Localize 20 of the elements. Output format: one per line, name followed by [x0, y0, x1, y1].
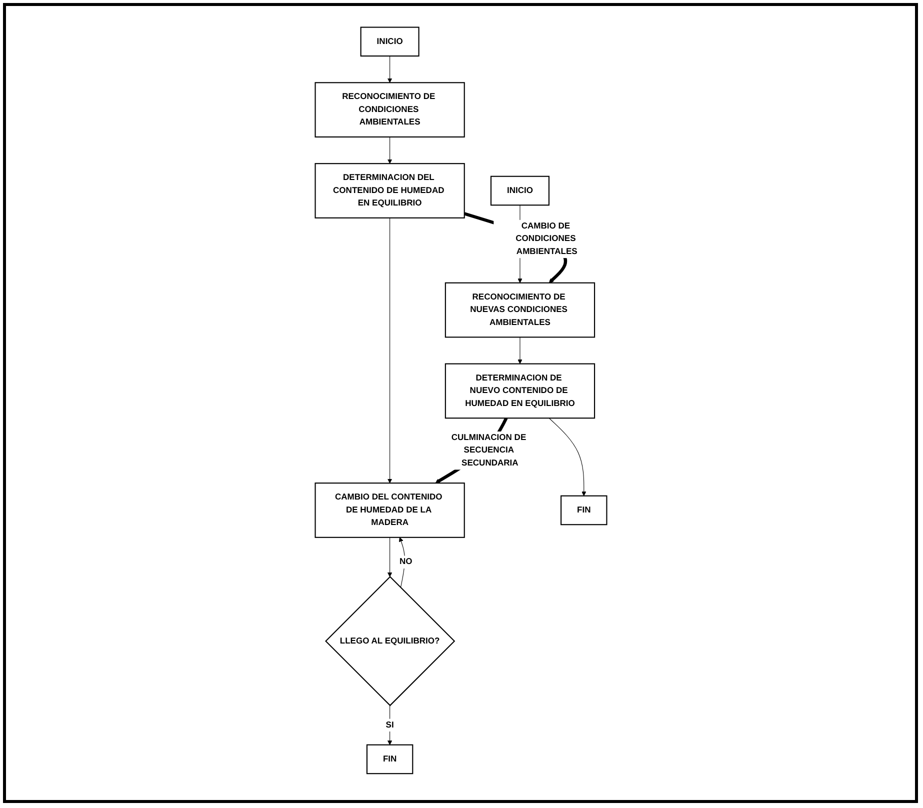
node-diamond: LLEGO AL EQUILIBRIO?	[324, 576, 455, 706]
arrow	[548, 418, 586, 496]
node-box: FIN	[366, 744, 413, 774]
node-box: RECONOCIMIENTO DE CONDICIONES AMBIENTALES	[314, 82, 464, 138]
arrow	[386, 537, 392, 578]
node-box: INICIO	[360, 26, 419, 57]
arrow	[386, 56, 392, 83]
arrow	[386, 136, 392, 164]
node-box: CAMBIO DEL CONTENIDO DE HUMEDAD DE LA MADERA	[314, 482, 464, 538]
edge-label: SI	[385, 720, 394, 730]
arrow	[517, 336, 522, 364]
arrow	[386, 218, 392, 484]
node-box: DETERMINACION DEL CONTENIDO DE HUMEDAD EN EQUILIBRIO	[314, 163, 464, 218]
edge-label: CULMINACION DE SECUENCIA SECUNDARIA	[450, 433, 526, 468]
edge-label: NO	[398, 557, 412, 566]
node-box: RECONOCIMIENTO DE NUEVAS CONDICIONES AMBIENTALES	[444, 282, 595, 338]
node-box: DETERMINACION DE NUEVO CONTENIDO DE HUMEDAD EN EQUILIBRIO	[444, 363, 595, 419]
edge-label: CAMBIO DE CONDICIONES AMBIENTALES	[515, 221, 577, 256]
node-box: INICIO	[490, 176, 549, 206]
node-box: FIN	[560, 495, 607, 526]
